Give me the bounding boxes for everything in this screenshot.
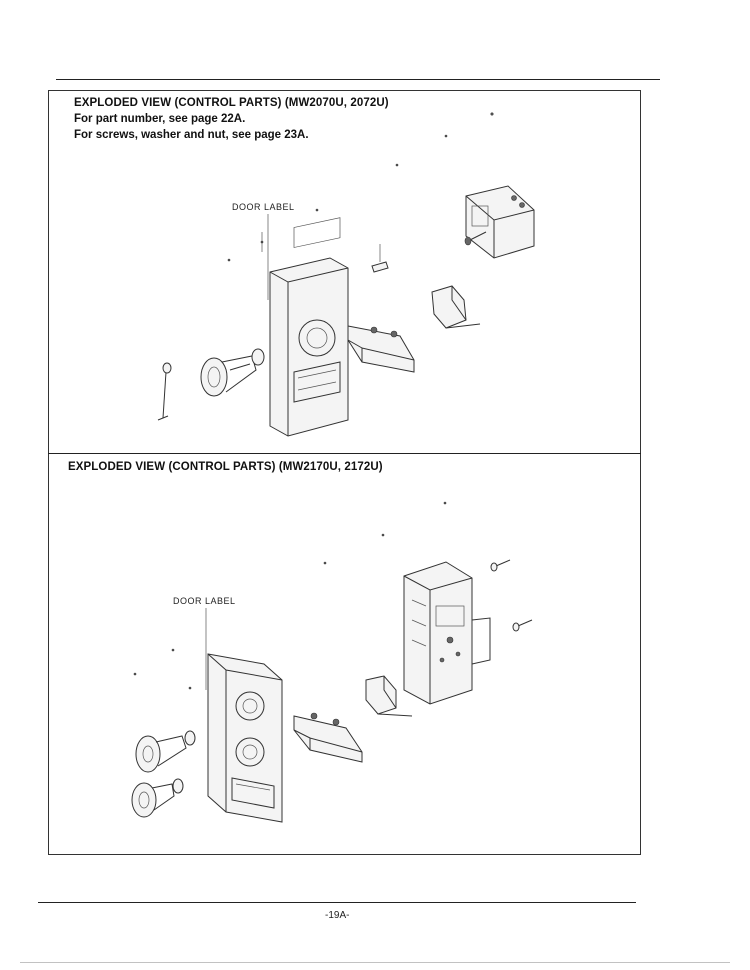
page-number: -19A- <box>325 910 350 921</box>
bottom-section-title: EXPLODED VIEW (CONTROL PARTS) (MW2170U, … <box>68 461 383 473</box>
screws-bottom-right <box>490 559 533 632</box>
knob-top <box>200 348 265 397</box>
header-rule <box>56 79 660 80</box>
switch-block-bottom <box>293 712 363 763</box>
top-section-title: EXPLODED VIEW (CONTROL PARTS) (MW2070U, … <box>74 97 389 109</box>
door-label-callout-bottom: DOOR LABEL <box>173 596 236 606</box>
screws-note: For screws, washer and nut, see page 23A… <box>74 129 309 141</box>
knob-bottom-lower <box>131 778 184 818</box>
screw-left-top <box>157 362 172 421</box>
timer-top <box>464 185 535 259</box>
latch-top <box>431 285 481 329</box>
switch-block-top <box>347 325 415 373</box>
section-divider <box>48 453 641 454</box>
control-panel-top <box>269 217 349 437</box>
scan-speck <box>20 962 730 963</box>
diagram-frame <box>48 90 641 855</box>
pin-top <box>371 244 389 273</box>
door-label-callout-top: DOOR LABEL <box>232 202 295 212</box>
bottom-index-marks <box>133 501 447 690</box>
pcb-plate-bottom <box>403 561 491 705</box>
top-index-marks <box>227 112 494 262</box>
footer-rule <box>38 902 636 903</box>
control-panel-bottom <box>207 653 283 823</box>
part-number-note: For part number, see page 22A. <box>74 113 246 125</box>
knob-bottom-upper <box>135 730 196 773</box>
latch-bottom <box>365 675 413 717</box>
